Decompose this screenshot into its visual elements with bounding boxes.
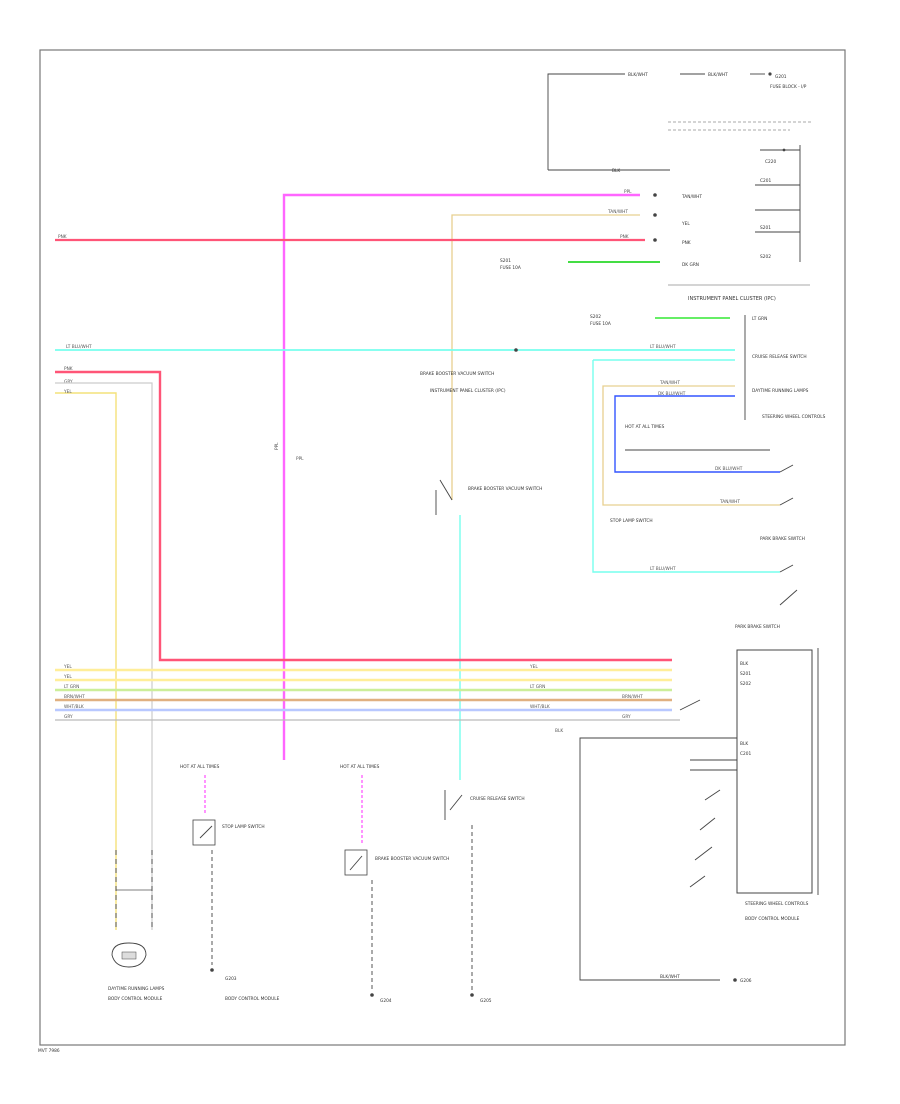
- ground-label-top: G201: [775, 74, 787, 80]
- svg-text:FUSE 10A: FUSE 10A: [590, 321, 611, 327]
- svg-text:YEL: YEL: [63, 674, 72, 680]
- bottom-left-lamp: DAYTIME RUNNING LAMPS BODY CONTROL MODUL…: [108, 850, 165, 1002]
- svg-text:G203: G203: [225, 976, 237, 982]
- svg-text:STEERING WHEEL CONTROLS: STEERING WHEEL CONTROLS: [745, 901, 809, 907]
- conn-pin-d: S202: [760, 254, 771, 260]
- svg-text:PARK BRAKE SWITCH: PARK BRAKE SWITCH: [735, 624, 780, 630]
- svg-text:TAN/WHT: TAN/WHT: [719, 499, 740, 505]
- svg-text:HOT AT ALL TIMES: HOT AT ALL TIMES: [625, 424, 665, 430]
- svg-text:HOT AT ALL TIMES: HOT AT ALL TIMES: [340, 764, 380, 770]
- svg-text:PPL: PPL: [624, 189, 632, 195]
- svg-text:DAYTIME RUNNING LAMPS: DAYTIME RUNNING LAMPS: [752, 388, 809, 394]
- svg-text:WHT/BLK: WHT/BLK: [64, 704, 84, 710]
- yellow-wire-left: [55, 392, 117, 930]
- ipc-label: INSTRUMENT PANEL CLUSTER (IPC): [688, 296, 776, 302]
- fuse-block-top-label: FUSE BLOCK - I/P: [770, 84, 807, 90]
- top-wire-label-2: BLK/WHT: [708, 72, 728, 78]
- svg-text:TAN/WHT: TAN/WHT: [681, 194, 702, 200]
- svg-text:BLK: BLK: [740, 661, 748, 667]
- gray-wire-left: [55, 382, 153, 930]
- magenta-wire-main: [282, 193, 640, 760]
- svg-text:DK BLU/WHT: DK BLU/WHT: [715, 466, 743, 472]
- svg-text:YEL: YEL: [681, 221, 690, 227]
- svg-text:PPL: PPL: [274, 442, 280, 450]
- svg-text:PNK: PNK: [682, 240, 691, 246]
- svg-text:INSTRUMENT PANEL CLUSTER (IPC): INSTRUMENT PANEL CLUSTER (IPC): [430, 388, 506, 394]
- brake-booster-switch: BRAKE BOOSTER VACUUM SWITCH: [435, 479, 542, 515]
- svg-text:YEL: YEL: [63, 664, 72, 670]
- svg-text:DAYTIME RUNNING LAMPS: DAYTIME RUNNING LAMPS: [108, 986, 165, 992]
- svg-text:BODY CONTROL MODULE: BODY CONTROL MODULE: [745, 916, 800, 922]
- svg-text:STOP LAMP SWITCH: STOP LAMP SWITCH: [610, 518, 653, 524]
- svg-text:HOT AT ALL TIMES: HOT AT ALL TIMES: [180, 764, 220, 770]
- svg-text:LT GRN: LT GRN: [752, 316, 767, 322]
- diagram-border: [39, 49, 846, 1046]
- bottom-right-switch: CRUISE RELEASE SWITCH G205: [444, 790, 525, 1004]
- conn-pin-b: C201: [760, 178, 771, 184]
- svg-text:DK GRN: DK GRN: [682, 262, 699, 268]
- svg-text:LT BLU/WHT: LT BLU/WHT: [650, 344, 676, 350]
- steering-wheel-module: BLK S201 S202 BLK C201 PARK BRAKE SWITCH…: [579, 624, 819, 984]
- svg-text:DK BLU/WHT: DK BLU/WHT: [658, 391, 686, 397]
- svg-text:S202: S202: [740, 681, 751, 687]
- svg-text:PNK: PNK: [58, 234, 67, 240]
- svg-text:YEL: YEL: [529, 664, 538, 670]
- svg-text:C201: C201: [740, 751, 751, 757]
- svg-text:PNK: PNK: [64, 366, 73, 372]
- cyan-wire-right: [592, 360, 780, 573]
- svg-text:LT BLU/WHT: LT BLU/WHT: [650, 566, 676, 572]
- svg-text:CRUISE RELEASE SWITCH: CRUISE RELEASE SWITCH: [470, 796, 525, 802]
- conn-pin-a: C220: [765, 159, 776, 165]
- bottom-mid-switch: HOT AT ALL TIMES BRAKE BOOSTER VACUUM SW…: [340, 764, 449, 1004]
- harness-bundle: YEL YEL LT GRN BRN/WHT WHT/BLK GRY YEL L…: [55, 664, 701, 734]
- svg-text:S201: S201: [740, 671, 751, 677]
- svg-text:PARK BRAKE SWITCH: PARK BRAKE SWITCH: [760, 536, 805, 542]
- svg-text:LT GRN: LT GRN: [530, 684, 545, 690]
- svg-text:GRY: GRY: [64, 379, 73, 385]
- svg-text:BODY CONTROL MODULE: BODY CONTROL MODULE: [225, 996, 280, 1002]
- svg-text:BRN/WHT: BRN/WHT: [64, 694, 85, 700]
- top-wire-label: BLK/WHT: [628, 72, 648, 78]
- svg-text:BODY CONTROL MODULE: BODY CONTROL MODULE: [108, 996, 163, 1002]
- svg-text:LT GRN: LT GRN: [64, 684, 79, 690]
- blue-loop: [614, 395, 780, 473]
- svg-text:STOP LAMP SWITCH: STOP LAMP SWITCH: [222, 824, 265, 830]
- svg-text:WHT/BLK: WHT/BLK: [530, 704, 550, 710]
- svg-text:TAN/WHT: TAN/WHT: [659, 380, 680, 386]
- svg-text:BLK: BLK: [555, 728, 563, 734]
- svg-text:STEERING WHEEL CONTROLS: STEERING WHEEL CONTROLS: [762, 414, 826, 420]
- center-label: BRAKE BOOSTER VACUUM SWITCH: [420, 371, 494, 377]
- svg-text:S202: S202: [590, 314, 601, 320]
- svg-text:FUSE 10A: FUSE 10A: [500, 265, 521, 271]
- svg-text:BLK: BLK: [740, 741, 748, 747]
- svg-text:G204: G204: [380, 998, 392, 1004]
- park-brake-switch: PARK BRAKE SWITCH STOP LAMP SWITCH: [610, 464, 805, 606]
- ipc-pins: TAN/WHT YEL PNK DK GRN LT GRN CRUISE REL…: [681, 194, 826, 420]
- svg-text:PNK: PNK: [620, 234, 629, 240]
- svg-text:CRUISE RELEASE SWITCH: CRUISE RELEASE SWITCH: [752, 354, 807, 360]
- svg-text:YEL: YEL: [63, 389, 72, 395]
- svg-text:BRAKE BOOSTER VACUUM SWITCH: BRAKE BOOSTER VACUUM SWITCH: [375, 856, 449, 862]
- svg-text:TAN/WHT: TAN/WHT: [607, 209, 628, 215]
- wire-label-blk: BLK: [612, 168, 620, 174]
- svg-text:GRY: GRY: [64, 714, 73, 720]
- svg-text:LT BLU/WHT: LT BLU/WHT: [66, 344, 92, 350]
- conn-pin-c: S201: [760, 225, 771, 231]
- tan-loop-right: [602, 385, 780, 506]
- svg-text:GRY: GRY: [622, 714, 631, 720]
- svg-text:PPL: PPL: [296, 456, 304, 462]
- svg-text:BRN/WHT: BRN/WHT: [622, 694, 643, 700]
- svg-text:G205: G205: [480, 998, 492, 1004]
- svg-text:BLK/WHT: BLK/WHT: [660, 974, 680, 980]
- svg-text:G206: G206: [740, 978, 752, 984]
- bottom-left-switch: HOT AT ALL TIMES STOP LAMP SWITCH G203 B…: [180, 764, 280, 1002]
- tan-wire-top: [451, 214, 640, 500]
- pink-wire-left: [55, 370, 672, 662]
- svg-text:BRAKE BOOSTER VACUUM SWITCH: BRAKE BOOSTER VACUUM SWITCH: [468, 486, 542, 492]
- top-fuse-block: BLK/WHT BLK/WHT G201 FUSE BLOCK - I/P BL…: [547, 72, 812, 262]
- svg-text:S201: S201: [500, 258, 511, 264]
- footer-code: MVT 7986: [38, 1048, 60, 1054]
